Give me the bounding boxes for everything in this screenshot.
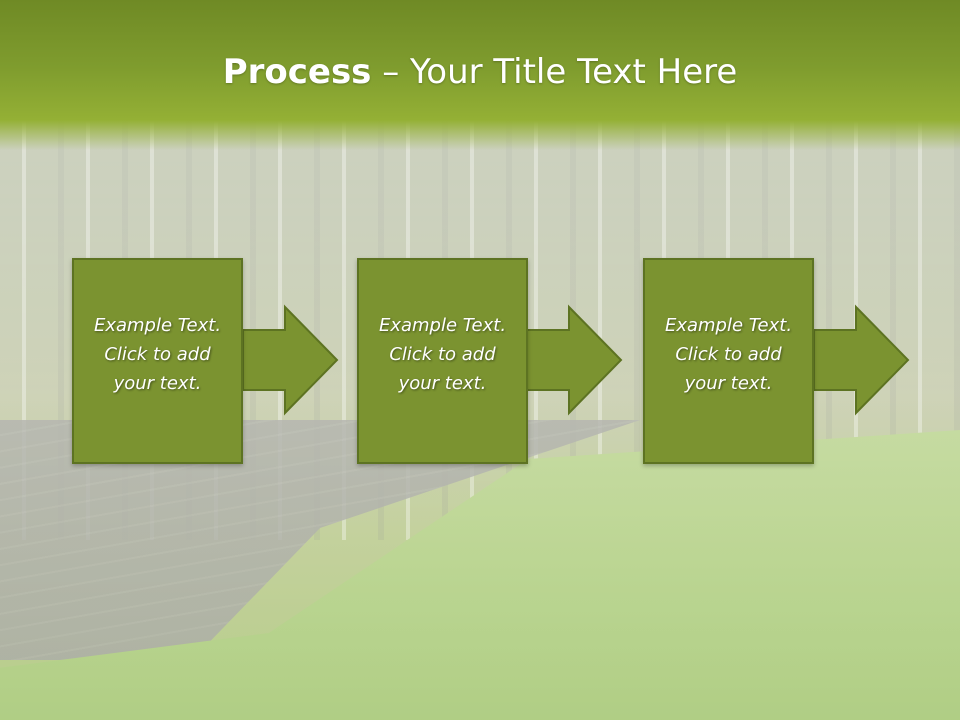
step-text: Example Text. Click to add your text. <box>643 311 814 398</box>
arrow-right-icon <box>813 304 910 416</box>
arrow-right-icon <box>526 304 623 416</box>
step-text-line: Example Text. <box>664 315 793 336</box>
step-box <box>72 258 243 464</box>
slide-title[interactable]: Process – Your Title Text Here <box>0 52 960 92</box>
step-text-line: your text. <box>684 373 773 394</box>
title-bold: Process <box>222 52 372 92</box>
step-box <box>643 258 814 464</box>
step-text: Example Text. Click to add your text. <box>72 311 243 398</box>
step-text-line: your text. <box>398 373 487 394</box>
step-text: Example Text. Click to add your text. <box>357 311 528 398</box>
step-text-line: your text. <box>113 373 202 394</box>
step-text-line: Click to add <box>104 344 211 365</box>
step-text-line: Click to add <box>675 344 782 365</box>
step-box <box>357 258 528 464</box>
arrow-right-icon <box>242 304 339 416</box>
step-text-line: Example Text. <box>93 315 222 336</box>
title-rest: – Your Title Text Here <box>371 52 738 92</box>
step-text-line: Example Text. <box>378 315 507 336</box>
step-text-line: Click to add <box>389 344 496 365</box>
title-banner <box>0 0 960 150</box>
